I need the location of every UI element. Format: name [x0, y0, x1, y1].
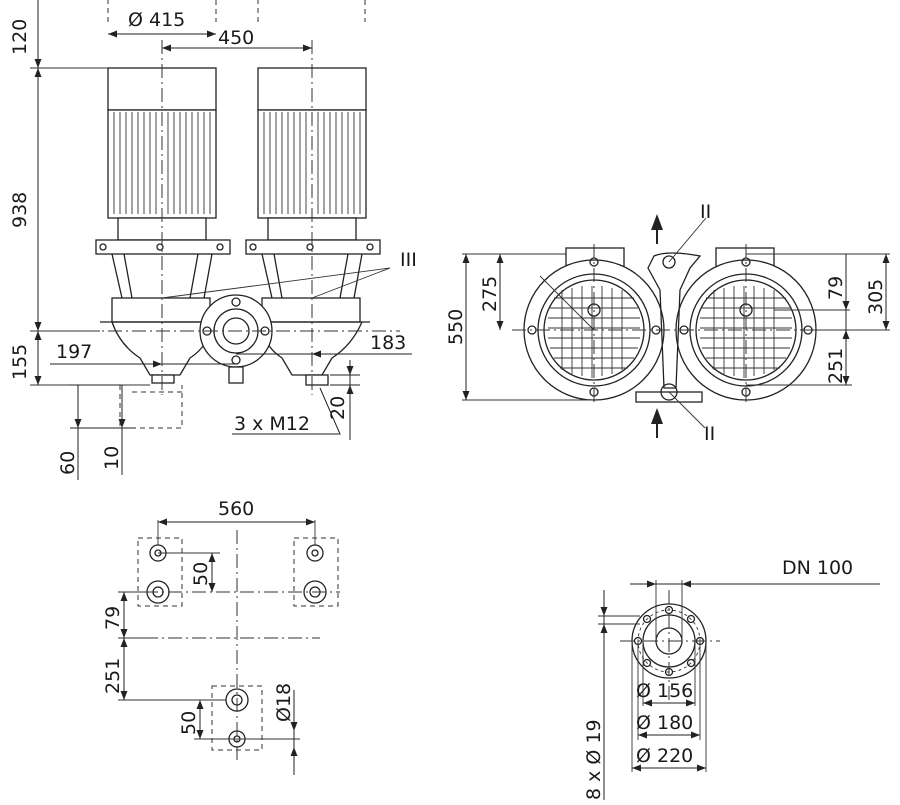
dim-motor-height: 938: [9, 192, 31, 228]
foot-plan: 560 50 79 251 50 Ø18: [102, 498, 340, 775]
top-view: II II 550 275 79 251 305: [445, 201, 890, 445]
dim-50-top: 50: [190, 562, 212, 586]
dim-plan-79: 79: [102, 606, 124, 630]
dim-top-clearance: 120: [9, 19, 31, 55]
detail-marker-ii-bottom: II: [704, 423, 715, 445]
dim-flange-offset: 197: [56, 341, 92, 363]
flange-dim-180: Ø 180: [636, 712, 693, 734]
dim-10: 10: [101, 446, 123, 470]
flange-detail: DN 100 8 x Ø 19 Ø 156 Ø 180 Ø 220: [583, 557, 880, 800]
motor-right: [245, 67, 381, 299]
detail-marker-ii-top: II: [700, 201, 711, 223]
dim-base-height: 155: [9, 344, 31, 380]
dim-plan-251: 251: [102, 658, 124, 694]
flange-dim-156: Ø 156: [636, 680, 693, 702]
dim-total-depth: 550: [445, 309, 467, 345]
dim-top-79: 79: [825, 276, 847, 300]
flange-nominal: DN 100: [782, 557, 853, 579]
dim-560: 560: [218, 498, 254, 520]
dim-bolts: 3 x M12: [234, 413, 310, 435]
side-view: III Ø 415 450 120 938 155 197 183 20 3 x…: [9, 0, 417, 480]
flange-bolt-holes: 8 x Ø 19: [583, 719, 605, 800]
dim-top-251: 251: [825, 348, 847, 384]
dim-60: 60: [57, 451, 79, 475]
pump-housing: [100, 294, 370, 386]
dim-foot-offset: 183: [370, 332, 406, 354]
dim-foot-height: 20: [327, 396, 349, 420]
motor-left: [95, 67, 231, 299]
dim-motor-diameter: Ø 415: [128, 9, 185, 31]
dim-50-bottom: 50: [178, 711, 200, 735]
dim-hole-diameter: Ø18: [273, 683, 295, 722]
dim-275: 275: [479, 276, 501, 312]
dim-305: 305: [865, 279, 887, 315]
dim-center-distance: 450: [218, 27, 254, 49]
flange-dim-220: Ø 220: [636, 745, 693, 767]
detail-marker-iii: III: [400, 249, 417, 271]
